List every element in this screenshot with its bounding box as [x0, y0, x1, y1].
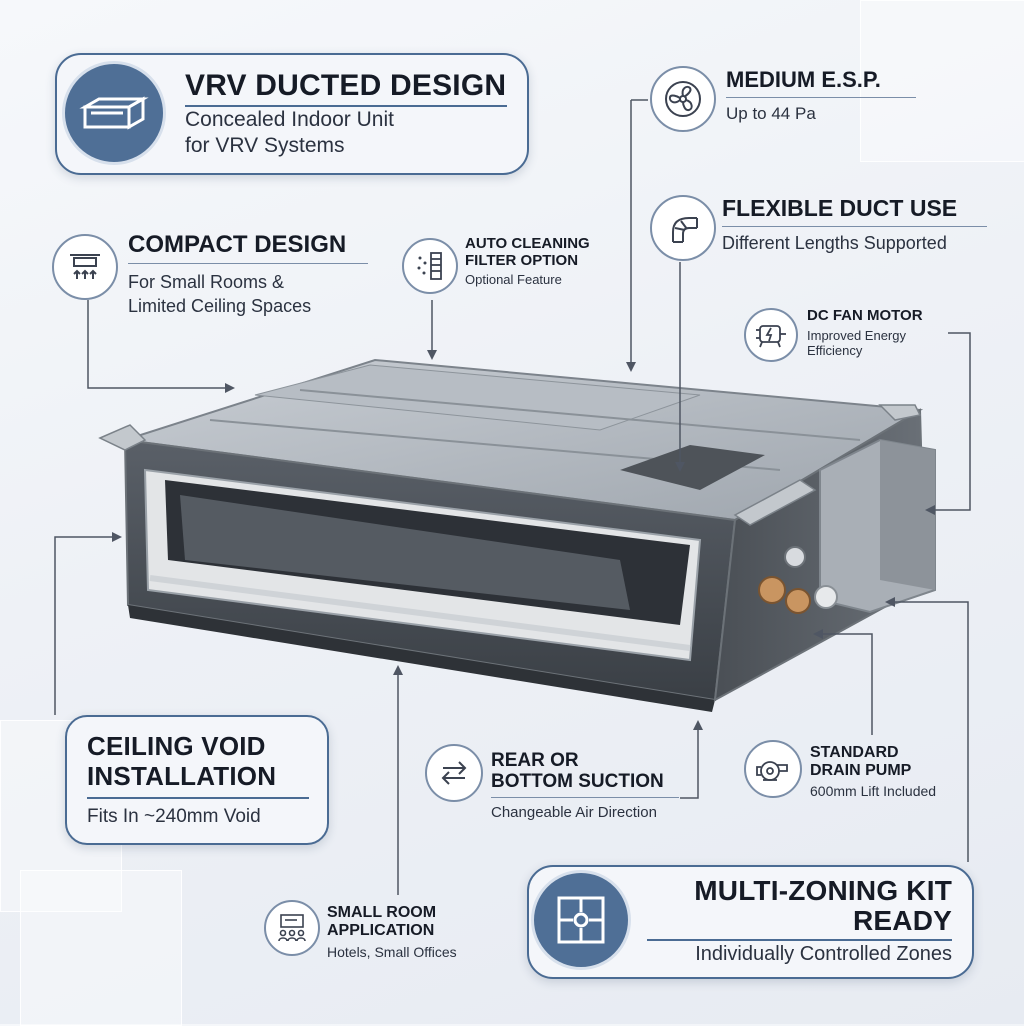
drain-pump-title-2: DRAIN PUMP [810, 761, 912, 779]
background-panel [20, 870, 182, 1026]
small-room-title-1: SMALL ROOM [327, 904, 437, 921]
multi-zoning-title-1: MULTI-ZONING KIT [694, 875, 952, 906]
drain-pump-label: STANDARD DRAIN PUMP 600mm Lift Included [810, 744, 936, 799]
drain-pump-title-1: STANDARD [810, 744, 899, 761]
dc-fan-motor-title: DC FAN MOTOR [807, 307, 923, 324]
ceiling-void-title-1: CEILING VOID [87, 731, 266, 761]
auto-cleaning-sub: Optional Feature [465, 271, 562, 287]
medium-esp-title: MEDIUM E.S.P. [726, 67, 881, 92]
ceiling-void-card: CEILING VOID INSTALLATION Fits In ~240mm… [65, 715, 329, 845]
flexible-duct-title: FLEXIBLE DUCT USE [722, 195, 958, 221]
dc-fan-motor-line2: Efficiency [807, 342, 863, 358]
meeting-room-icon [264, 900, 320, 956]
rear-bottom-title-1: REAR OR [491, 750, 579, 771]
rear-bottom-title-2: BOTTOM SUCTION [491, 771, 664, 793]
vrv-ducted-design-card: VRV DUCTED DESIGN Concealed Indoor Unit … [55, 53, 529, 175]
ceiling-unit-icon [52, 234, 118, 300]
motor-icon [744, 308, 798, 362]
rear-bottom-sub: Changeable Air Direction [491, 804, 657, 822]
flexible-duct-label: FLEXIBLE DUCT USE Different Lengths Supp… [722, 195, 987, 254]
background-panel [860, 0, 1024, 162]
medium-esp-sub: Up to 44 Pa [726, 104, 816, 124]
vrv-line1: Concealed Indoor Unit [185, 108, 394, 131]
multi-zoning-card: MULTI-ZONING KIT READY Individually Cont… [527, 865, 974, 979]
compact-design-line2: Limited Ceiling Spaces [128, 296, 312, 317]
filter-icon [402, 238, 458, 294]
zones-icon [531, 870, 631, 970]
compact-design-line1: For Small Rooms & [128, 272, 285, 293]
pump-icon [744, 740, 802, 798]
ceiling-void-sub: Fits In ~240mm Void [87, 806, 261, 827]
vrv-title: VRV DUCTED DESIGN [185, 69, 507, 102]
compact-design-label: COMPACT DESIGN For Small Rooms & Limited… [128, 231, 368, 318]
auto-cleaning-title-1: AUTO CLEANING [465, 235, 590, 252]
multi-zoning-title-2: READY [852, 905, 952, 936]
auto-cleaning-title-2: FILTER OPTION [465, 251, 579, 269]
rear-bottom-suction-label: REAR OR BOTTOM SUCTION Changeable Air Di… [491, 750, 679, 821]
ceiling-void-title-2: INSTALLATION [87, 761, 277, 791]
dc-fan-motor-label: DC FAN MOTOR Improved Energy Efficiency [807, 307, 923, 358]
medium-esp-label: MEDIUM E.S.P. Up to 44 Pa [726, 67, 916, 124]
compact-design-title: COMPACT DESIGN [128, 231, 347, 258]
auto-cleaning-label: AUTO CLEANING FILTER OPTION Optional Fea… [465, 235, 590, 287]
multi-zoning-sub: Individually Controlled Zones [695, 943, 952, 965]
drain-pump-sub: 600mm Lift Included [810, 782, 937, 799]
flexible-duct-sub: Different Lengths Supported [722, 233, 947, 254]
fan-icon [650, 66, 716, 132]
vrv-rule [185, 105, 507, 107]
duct-unit-icon [62, 61, 166, 165]
small-room-title-2: APPLICATION [327, 921, 435, 939]
elbow-duct-icon [650, 195, 716, 261]
vrv-line2: for VRV Systems [185, 134, 345, 157]
small-room-label: SMALL ROOM APPLICATION Hotels, Small Off… [327, 904, 457, 960]
dc-fan-motor-line1: Improved Energy [807, 327, 906, 343]
small-room-sub: Hotels, Small Offices [327, 943, 457, 960]
swap-arrows-icon [425, 744, 483, 802]
